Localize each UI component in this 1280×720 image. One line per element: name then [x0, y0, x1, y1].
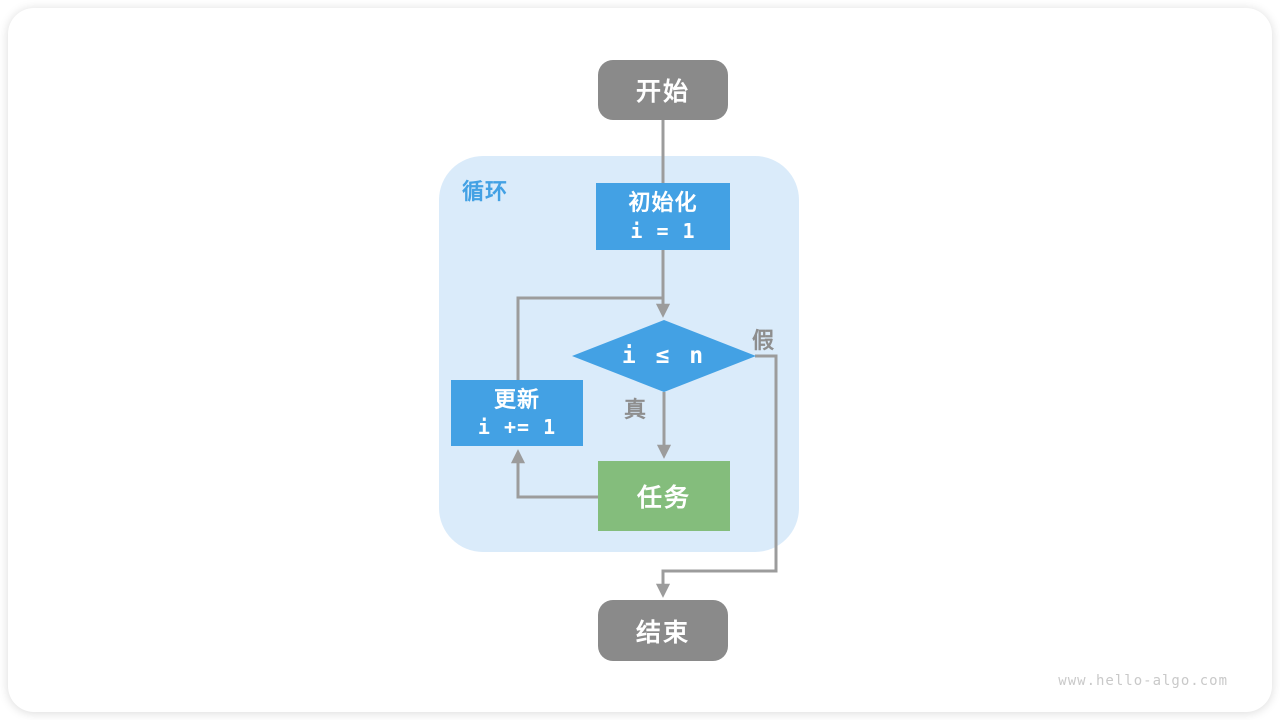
true-branch-label: 真: [623, 397, 646, 422]
false-branch-label: 假: [751, 328, 774, 353]
update-node-code: i += 1: [477, 415, 557, 440]
init-node: 初始化 i = 1: [596, 183, 730, 250]
init-node-title: 初始化: [628, 190, 698, 216]
end-node: 结束: [598, 600, 728, 661]
site-watermark: www.hello-algo.com: [1058, 673, 1228, 689]
edge-task-to-update: [510, 449, 598, 499]
flow-connectors: [510, 120, 778, 598]
start-node-label: 开始: [635, 78, 690, 106]
start-node: 开始: [598, 60, 728, 120]
edge-condition-false-to-end: [655, 354, 778, 598]
update-node: 更新 i += 1: [451, 380, 583, 446]
loop-region-label: 循环: [462, 179, 509, 204]
task-node-label: 任务: [636, 484, 691, 512]
end-node-label: 结束: [635, 618, 690, 647]
edge-update-to-condition: [516, 296, 662, 381]
update-node-title: 更新: [493, 386, 540, 412]
condition-node-label: i ≤ n: [621, 343, 707, 369]
init-node-code: i = 1: [630, 218, 696, 243]
condition-diamond: [572, 320, 756, 392]
canvas-card: 循环 开始 初始化 i = 1 i ≤ n 假 真 更新 i += 1 任务 结…: [8, 8, 1272, 712]
task-node: 任务: [598, 461, 730, 531]
